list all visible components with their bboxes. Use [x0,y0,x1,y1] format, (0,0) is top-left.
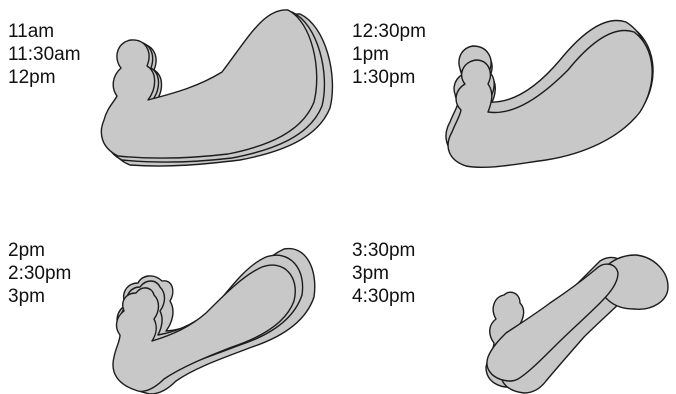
panel-2pm-3pm: 2pm 2:30pm 3pm [0,197,338,394]
panel-11am-12pm: 11am 11:30am 12pm [0,0,338,197]
outline-shape [446,21,653,168]
outline-shape [113,249,315,394]
outline-shape [486,255,668,393]
panel-330pm-430pm: 3:30pm 3pm 4:30pm [338,197,676,394]
overlaid-outline-shapes [338,0,676,197]
overlaid-outline-shapes [338,197,676,394]
overlaid-outline-shapes [0,197,338,394]
outline-shape [101,10,332,166]
panel-1230pm-130pm: 12:30pm 1pm 1:30pm [338,0,676,197]
overlaid-outline-shapes [0,0,338,197]
